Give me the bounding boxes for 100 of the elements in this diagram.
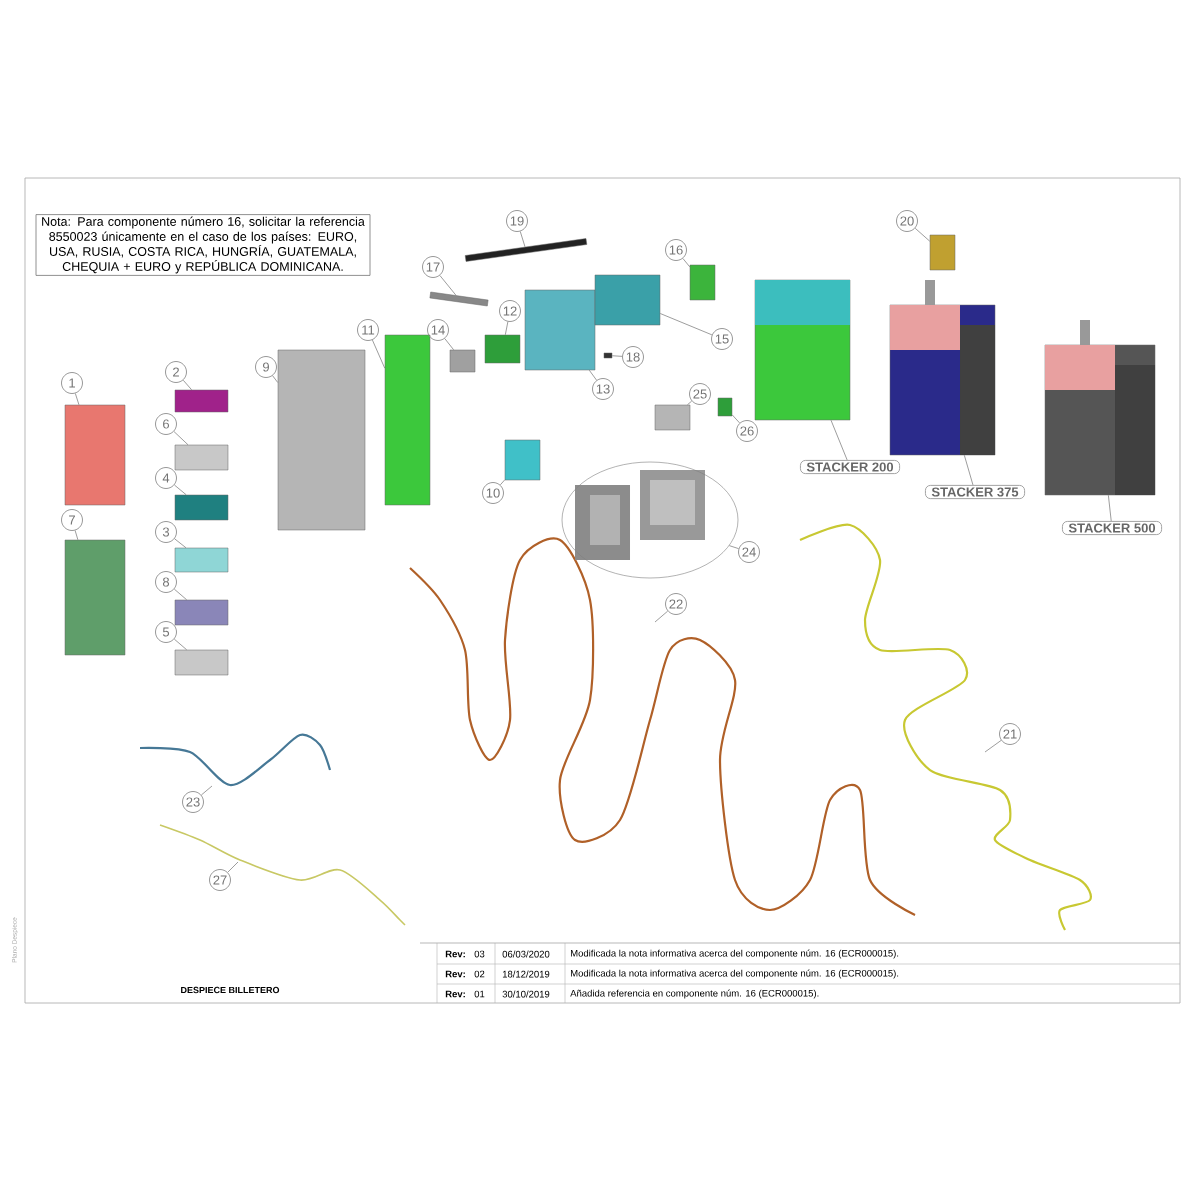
part-drawing <box>277 349 366 531</box>
callout-number: 3 <box>155 521 177 543</box>
leader-line <box>984 740 1002 753</box>
callout-number: 6 <box>155 413 177 435</box>
callout-number: 8 <box>155 571 177 593</box>
leader-line <box>682 258 691 268</box>
callout-number: 21 <box>999 723 1021 745</box>
callout-number: 1 <box>61 372 83 394</box>
part-drawing <box>64 404 126 506</box>
stacker-label: STACKER 375 <box>924 484 1026 500</box>
callout-number: 2 <box>165 361 187 383</box>
stacker-drawing <box>889 280 996 456</box>
callout-number: 12 <box>499 300 521 322</box>
leader-line <box>75 393 80 406</box>
leader-line <box>611 355 623 357</box>
part-drawing <box>174 444 229 471</box>
stacker-drawing <box>1044 320 1156 496</box>
part-drawing <box>429 291 489 307</box>
table-cell: Rev: <box>445 990 465 998</box>
leader-line <box>1108 494 1112 522</box>
callout-number: 9 <box>255 356 277 378</box>
leader-line <box>499 479 506 486</box>
callout-number: 13 <box>592 378 614 400</box>
leader-line <box>174 484 187 496</box>
leader-line <box>588 369 597 381</box>
leader-line <box>519 231 526 248</box>
table-cell: Modificada la nota informativa acerca del componente núm. 16 (ECR000015). <box>571 949 899 959</box>
drawing-title: DESPIECE BILLETERO <box>181 986 280 994</box>
leader-line <box>182 379 192 391</box>
table-cell: 06/03/2020 <box>502 950 550 958</box>
callout-number: 18 <box>622 346 644 368</box>
callout-number: 20 <box>896 210 918 232</box>
leader-line <box>830 419 848 461</box>
leader-line <box>728 545 739 549</box>
table-cell: Rev: <box>445 970 465 978</box>
leader-line <box>272 375 279 383</box>
callout-number: 25 <box>689 383 711 405</box>
part-drawing <box>654 404 691 431</box>
stacker-label: STACKER 200 <box>799 459 901 475</box>
leader-line <box>173 588 187 601</box>
stacker-label: STACKER 500 <box>1061 520 1163 536</box>
table-cell: 18/12/2019 <box>502 970 550 978</box>
table-cell: Añadida referencia en componente núm. 16 (ECR000015). <box>570 989 819 999</box>
table-cell: 01 <box>474 990 485 998</box>
leader-line <box>914 227 931 242</box>
leader-line <box>174 538 187 549</box>
callout-number: 27 <box>209 869 231 891</box>
part-drawing <box>524 289 596 371</box>
part-drawing <box>174 389 229 413</box>
leader-line <box>227 861 239 873</box>
table-cell: Modificada la nota informativa acerca del componente núm. 16 (ECR000015). <box>571 969 899 979</box>
callout-number: 19 <box>506 210 528 232</box>
part-drawing <box>174 547 229 573</box>
part-group-outline <box>561 461 739 579</box>
part-drawing <box>464 238 588 262</box>
callout-number: 11 <box>357 319 379 341</box>
leader-line <box>659 313 713 336</box>
leader-line <box>439 275 457 296</box>
callout-number: 10 <box>482 482 504 504</box>
part-drawing <box>174 599 229 626</box>
callout-number: 26 <box>736 420 758 442</box>
part-drawing <box>174 494 229 521</box>
leader-line <box>964 454 974 486</box>
table-cell: 03 <box>474 950 485 958</box>
leader-line <box>444 338 454 351</box>
note-box: Nota: Para componente número 16, solicitar la referencia 8550023 únicamente en el caso de los países: EURO, USA, RUSIA, COSTA RICA, HUNGRÍA, GUATEMALA, CHEQUIA + EURO y REPÚBLICA DOMINICANA. <box>35 214 371 276</box>
table-cell: 02 <box>474 970 485 978</box>
callout-number: 17 <box>422 256 444 278</box>
part-drawing <box>384 334 431 506</box>
part-drawing <box>689 264 716 301</box>
part-drawing <box>594 274 661 326</box>
callout-number: 22 <box>665 593 687 615</box>
part-drawing <box>64 539 126 656</box>
callout-number: 14 <box>427 319 449 341</box>
part-drawing <box>504 439 541 481</box>
leader-line <box>687 400 693 406</box>
part-drawing <box>174 649 229 676</box>
leader-line <box>654 610 669 623</box>
callout-number: 7 <box>61 509 83 531</box>
leader-line <box>173 431 189 446</box>
part-drawing <box>449 349 476 373</box>
callout-number: 4 <box>155 467 177 489</box>
part-drawing <box>929 234 956 271</box>
callout-number: 23 <box>182 791 204 813</box>
table-cell: 30/10/2019 <box>502 990 550 998</box>
leader-line <box>372 339 386 369</box>
callout-number: 5 <box>155 621 177 643</box>
leader-line <box>201 785 213 796</box>
part-drawing <box>717 397 733 417</box>
leader-line <box>173 638 187 651</box>
callout-number: 16 <box>665 239 687 261</box>
callout-number: 15 <box>711 328 733 350</box>
stacker-drawing <box>754 279 851 421</box>
leader-line <box>731 414 740 424</box>
part-drawing <box>603 352 613 359</box>
leader-line <box>504 321 509 336</box>
callout-number: 24 <box>738 541 760 563</box>
part-drawing <box>484 334 521 364</box>
table-cell: Rev: <box>445 950 465 958</box>
leader-line <box>74 530 79 541</box>
